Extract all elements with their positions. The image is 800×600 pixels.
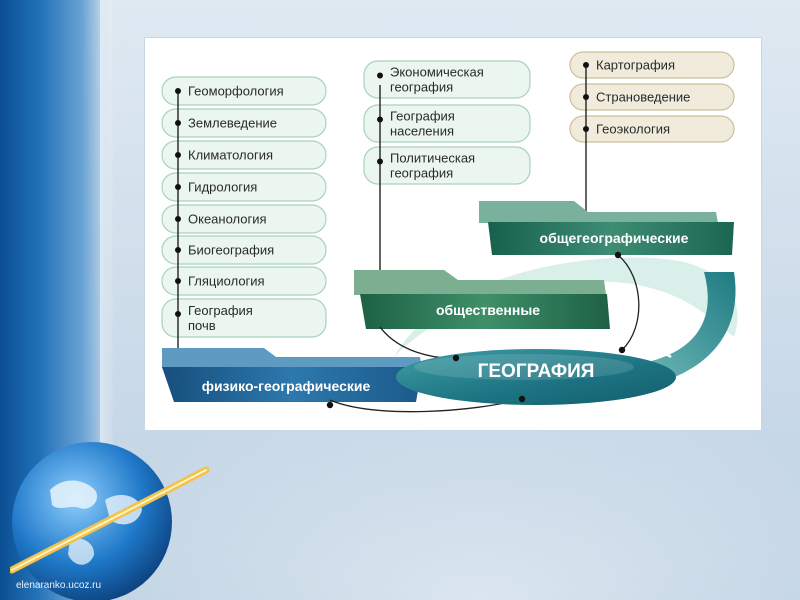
physical-items-group: ГеоморфологияЗемлеведениеКлиматологияГид… [161,76,327,338]
general-folder-tab [479,201,718,223]
pill-label: Картография [596,58,675,73]
pill-background [161,108,327,138]
connector-dot [618,346,626,354]
geography-sciences-diagram: ГеоморфологияЗемлеведениеКлиматологияГид… [161,51,738,413]
general-dots [583,62,589,132]
pill-background [161,76,327,106]
social-folder-tab [354,270,606,295]
pill-background [363,60,531,99]
general-label-box [488,222,734,255]
pill-label: почв [188,318,216,333]
pill-background [161,172,327,202]
pill-label: география [390,166,453,181]
pill-background [569,115,735,143]
pill-background [363,146,531,185]
pill-label: Землеведение [188,116,277,131]
item-connector-dot [175,184,181,190]
pill-label: Океанология [188,212,267,227]
pill-label: Геоморфология [188,84,284,99]
item-connector-dot [175,88,181,94]
physical-label-box [162,367,422,402]
item-connector-dot [583,126,589,132]
item-connector-dot [175,216,181,222]
physical-branch-label: физико-географические [202,378,371,394]
pill-label: населения [390,124,454,139]
pill-background [161,235,327,265]
physical-item: Океанология [161,204,327,234]
item-connector-dot [175,120,181,126]
pill-background [161,204,327,234]
item-connector-dot [583,94,589,100]
item-connector-dot [583,62,589,68]
general-branch-label: общегеографические [540,230,689,246]
geography-center-label: ГЕОГРАФИЯ [478,361,595,382]
connector-dot [614,251,622,259]
pill-label: география [390,80,453,95]
item-connector-dot [377,72,383,79]
pill-label: Гляциология [188,274,265,289]
pill-label: Гидрология [188,180,257,195]
item-connector-dot [377,116,383,123]
item-connector-dot [175,152,181,158]
geography-ellipse-shine [414,354,634,380]
pill-label: Политическая [390,151,475,166]
pill-background [161,140,327,170]
pill-label: География [188,303,253,318]
physical-dots [175,88,181,317]
social-label-box [360,294,610,329]
pill-label: География [390,109,455,124]
physical-item: Гидрология [161,172,327,202]
swoosh-decoration [394,257,738,357]
pill-background [161,266,327,296]
connector-dot [452,354,460,362]
physical-item: Биогеография [161,235,327,265]
pill-background [569,51,735,79]
connector-dot [518,395,526,403]
pill-label: Экономическая [390,65,484,80]
item-connector-dot [377,158,383,165]
physical-item: Гляциология [161,266,327,296]
item-connector-dot [175,311,181,317]
connector-dot [326,401,334,409]
general-item: Картография [569,51,735,79]
physical-item: Землеведение [161,108,327,138]
item-connector-dot [175,278,181,284]
pill-background [569,83,735,111]
pill-label: Страноведение [596,90,690,105]
pill-label: Климатология [188,148,273,163]
social-dots [377,72,383,165]
physical-folder-tab [162,348,422,368]
social-branch-label: общественные [436,302,540,318]
arc-general-geography [617,254,640,351]
pill-label: Геоэкология [596,122,670,137]
general-item: Страноведение [569,83,735,111]
physical-item: Климатология [161,140,327,170]
geography-ellipse [396,349,676,405]
pill-background [363,104,531,143]
pill-background [161,298,327,338]
physical-item: Геоморфология [161,76,327,106]
globe-icon [10,442,210,600]
footer-url: elenaranko.ucoz.ru [16,580,102,591]
item-connector-dot [175,247,181,253]
general-item: Геоэкология [569,115,735,143]
social-items-group: ЭкономическаягеографияГеографиянаселения… [363,60,531,185]
pill-label: Биогеография [188,243,274,258]
